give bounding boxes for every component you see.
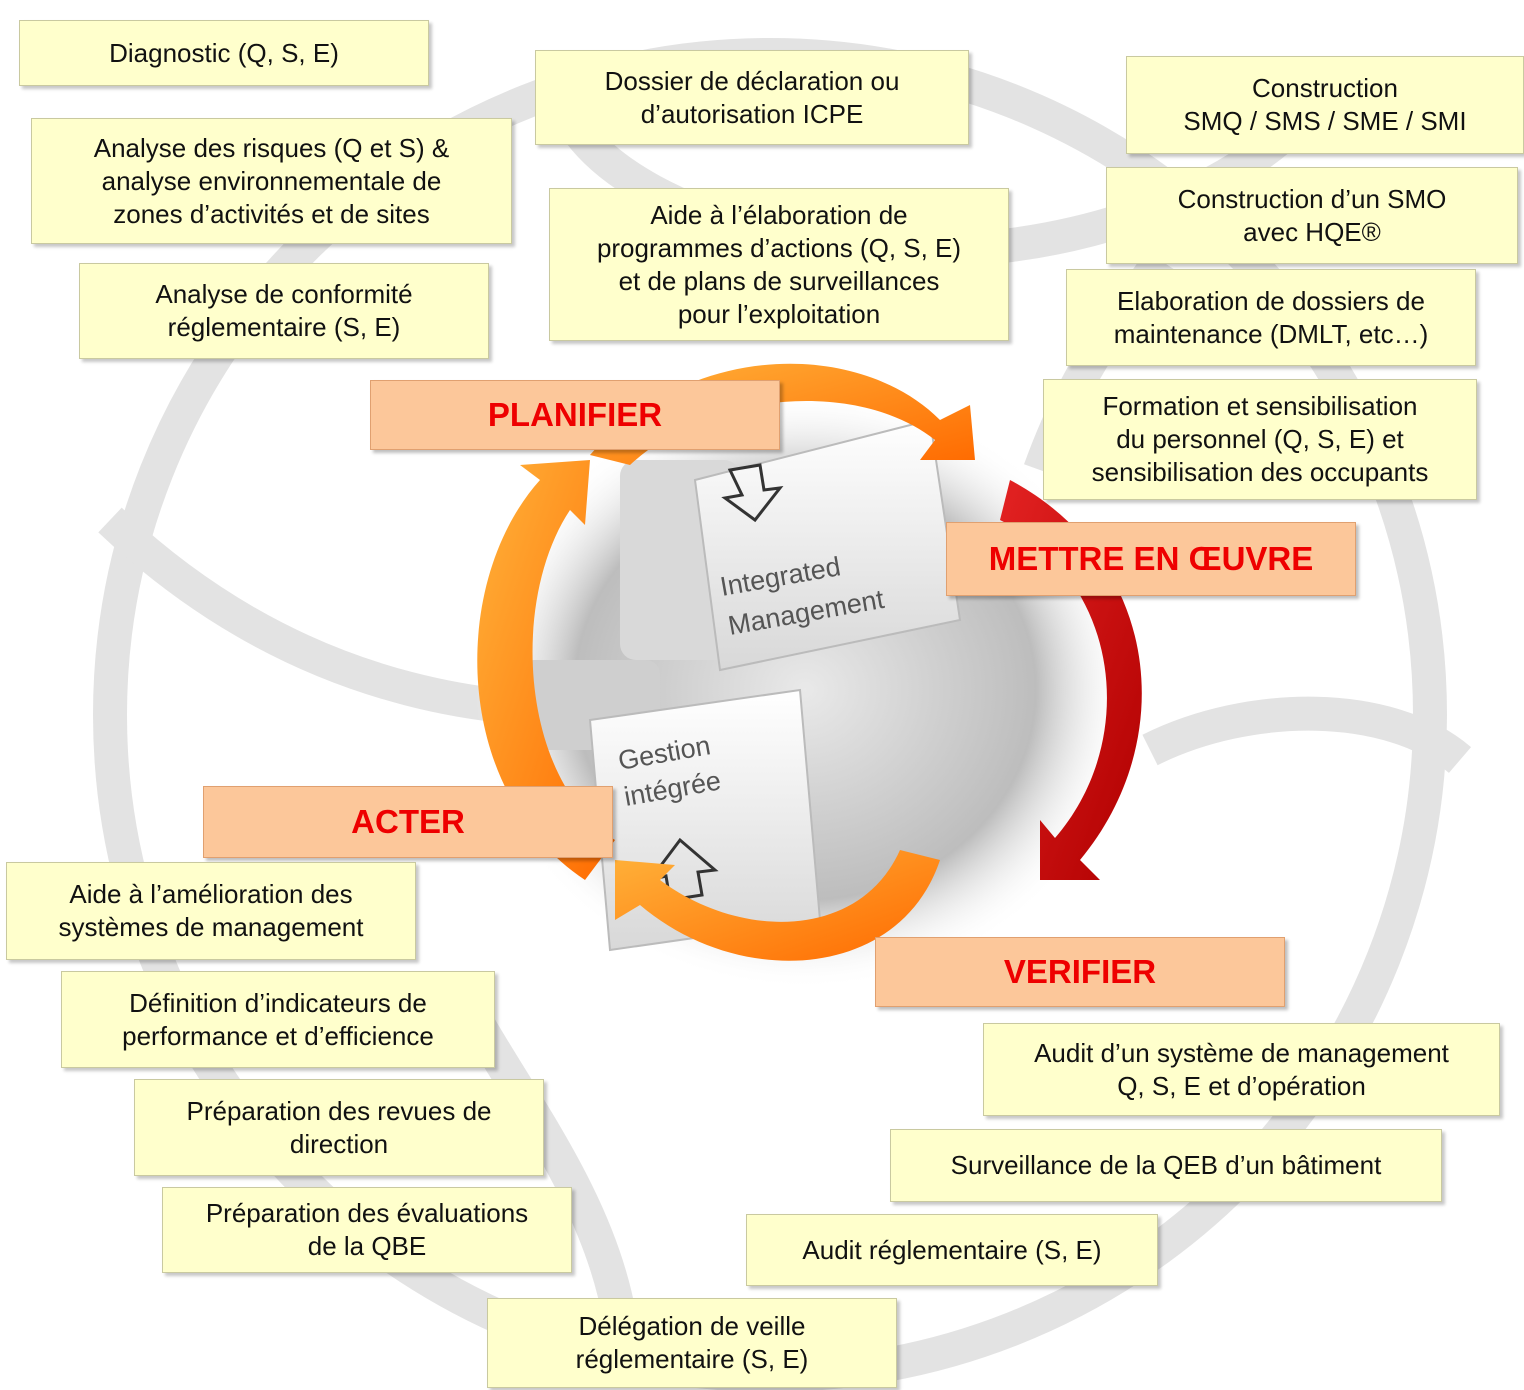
arrow-bottom	[615, 850, 940, 961]
box-construction-smq: Construction SMQ / SMS / SME / SMI	[1126, 56, 1524, 154]
box-preparation-revues: Préparation des revues de direction	[134, 1079, 544, 1176]
phase-planifier: PLANIFIER	[370, 380, 780, 450]
phase-verifier: VERIFIER	[875, 937, 1285, 1007]
box-formation: Formation et sensibilisation du personne…	[1043, 379, 1477, 500]
key-bottom: Gestion intégrée	[520, 660, 822, 952]
box-audit-systeme: Audit d’un système de management Q, S, E…	[983, 1023, 1500, 1116]
box-definition-indicateurs: Définition d’indicateurs de performance …	[61, 971, 495, 1068]
down-arrow-icon	[721, 463, 784, 523]
box-delegation-veille: Délégation de veille réglementaire (S, E…	[487, 1298, 897, 1388]
box-elaboration-dossiers: Elaboration de dossiers de maintenance (…	[1066, 269, 1476, 366]
phase-acter: ACTER	[203, 786, 613, 858]
box-dossier-icpe: Dossier de déclaration ou d’autorisation…	[535, 50, 969, 145]
up-arrow-icon	[646, 837, 719, 902]
box-preparation-evaluations: Préparation des évaluations de la QBE	[162, 1187, 572, 1273]
arrow-left	[477, 460, 615, 880]
box-analyse-risques: Analyse des risques (Q et S) & analyse e…	[31, 118, 512, 244]
center-cycle-image: Integrated Management Gestion intégrée	[475, 363, 1142, 990]
box-diagnostic: Diagnostic (Q, S, E)	[19, 20, 429, 86]
box-construction-smo: Construction d’un SMO avec HQE®	[1106, 167, 1518, 264]
box-analyse-conformite: Analyse de conformité réglementaire (S, …	[79, 263, 489, 359]
box-audit-reglementaire: Audit réglementaire (S, E)	[746, 1214, 1158, 1286]
key-top: Integrated Management	[620, 418, 962, 672]
box-aide-amelioration: Aide à l’amélioration des systèmes de ma…	[6, 862, 416, 960]
box-aide-elaboration: Aide à l’élaboration de programmes d’act…	[549, 188, 1009, 341]
phase-mettre-en-oeuvre: METTRE EN ŒUVRE	[946, 522, 1356, 596]
box-surveillance-qeb: Surveillance de la QEB d’un bâtiment	[890, 1129, 1442, 1202]
